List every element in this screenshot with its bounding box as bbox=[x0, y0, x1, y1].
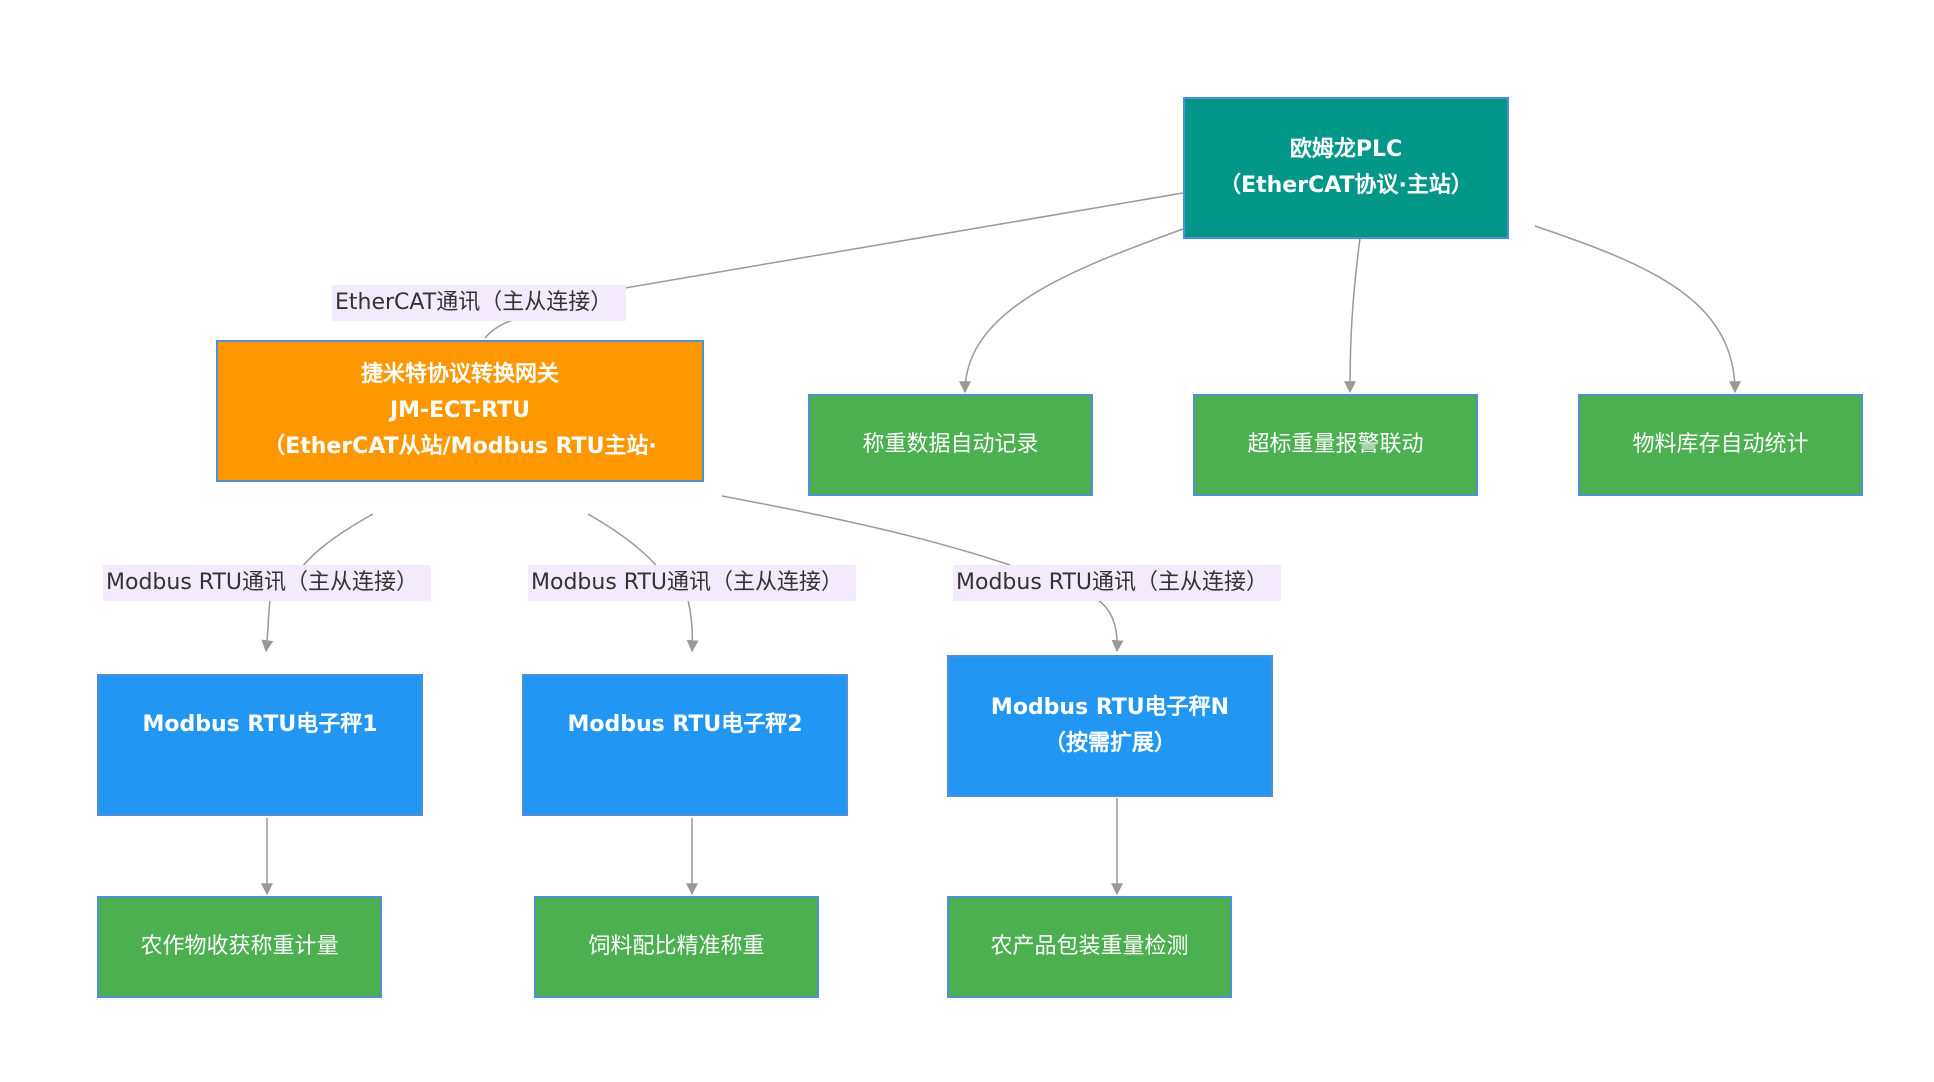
scale-2-label: Modbus RTU电子秤2 bbox=[567, 712, 803, 737]
edge-label-modbus-2: Modbus RTU通讯（主从连接） bbox=[528, 565, 856, 601]
plc-node[interactable]: 欧姆龙PLC （EtherCAT协议·主站） bbox=[1183, 97, 1509, 239]
feed-weighing-label: 饲料配比精准称重 bbox=[588, 934, 765, 959]
gateway-model: JM-ECT-RTU bbox=[389, 398, 531, 423]
inventory-label: 物料库存自动统计 bbox=[1632, 432, 1809, 457]
edge-plc-record bbox=[959, 228, 1184, 394]
edge-label-modbus-n: Modbus RTU通讯（主从连接） bbox=[953, 565, 1281, 601]
edge-plc-alarm bbox=[1344, 237, 1361, 394]
edge-label-modbus-1: Modbus RTU通讯（主从连接） bbox=[103, 565, 431, 601]
alarm-label: 超标重量报警联动 bbox=[1247, 432, 1424, 457]
alarm-node[interactable]: 超标重量报警联动 bbox=[1193, 394, 1478, 496]
gateway-role: （EtherCAT从站/Modbus RTU主站· bbox=[263, 434, 657, 459]
edge-plc-inventory bbox=[1534, 225, 1741, 394]
scale-2-node[interactable]: Modbus RTU电子秤2 bbox=[522, 674, 848, 816]
plc-subtitle: （EtherCAT协议·主站） bbox=[1219, 173, 1473, 198]
plc-title: 欧姆龙PLC bbox=[1289, 137, 1403, 162]
inventory-node[interactable]: 物料库存自动统计 bbox=[1578, 394, 1863, 496]
scale-n-label: Modbus RTU电子秤N bbox=[990, 695, 1230, 720]
scale-1-label: Modbus RTU电子秤1 bbox=[142, 712, 378, 737]
product-weighing-node[interactable]: 农产品包装重量检测 bbox=[947, 896, 1232, 998]
record-node[interactable]: 称重数据自动记录 bbox=[808, 394, 1093, 496]
edge-plc-gateway bbox=[624, 192, 1184, 289]
crop-weighing-label: 农作物收获称重计量 bbox=[140, 934, 339, 959]
edge-gateway-scaleN bbox=[721, 495, 1117, 651]
scale-n-note: （按需扩展） bbox=[1043, 731, 1176, 756]
edge-plc-gateway-tail bbox=[484, 319, 514, 339]
record-label: 称重数据自动记录 bbox=[862, 432, 1039, 457]
gateway-node[interactable]: 捷米特协议转换网关 JM-ECT-RTU （EtherCAT从站/Modbus … bbox=[216, 340, 704, 482]
edge-label-ethercat: EtherCAT通讯（主从连接） bbox=[332, 285, 626, 321]
crop-weighing-node[interactable]: 农作物收获称重计量 bbox=[97, 896, 382, 998]
product-weighing-label: 农产品包装重量检测 bbox=[990, 934, 1189, 959]
scale-n-node[interactable]: Modbus RTU电子秤N （按需扩展） bbox=[947, 655, 1273, 797]
gateway-title: 捷米特协议转换网关 bbox=[360, 362, 559, 387]
feed-weighing-node[interactable]: 饲料配比精准称重 bbox=[534, 896, 819, 998]
scale-1-node[interactable]: Modbus RTU电子秤1 bbox=[97, 674, 423, 816]
